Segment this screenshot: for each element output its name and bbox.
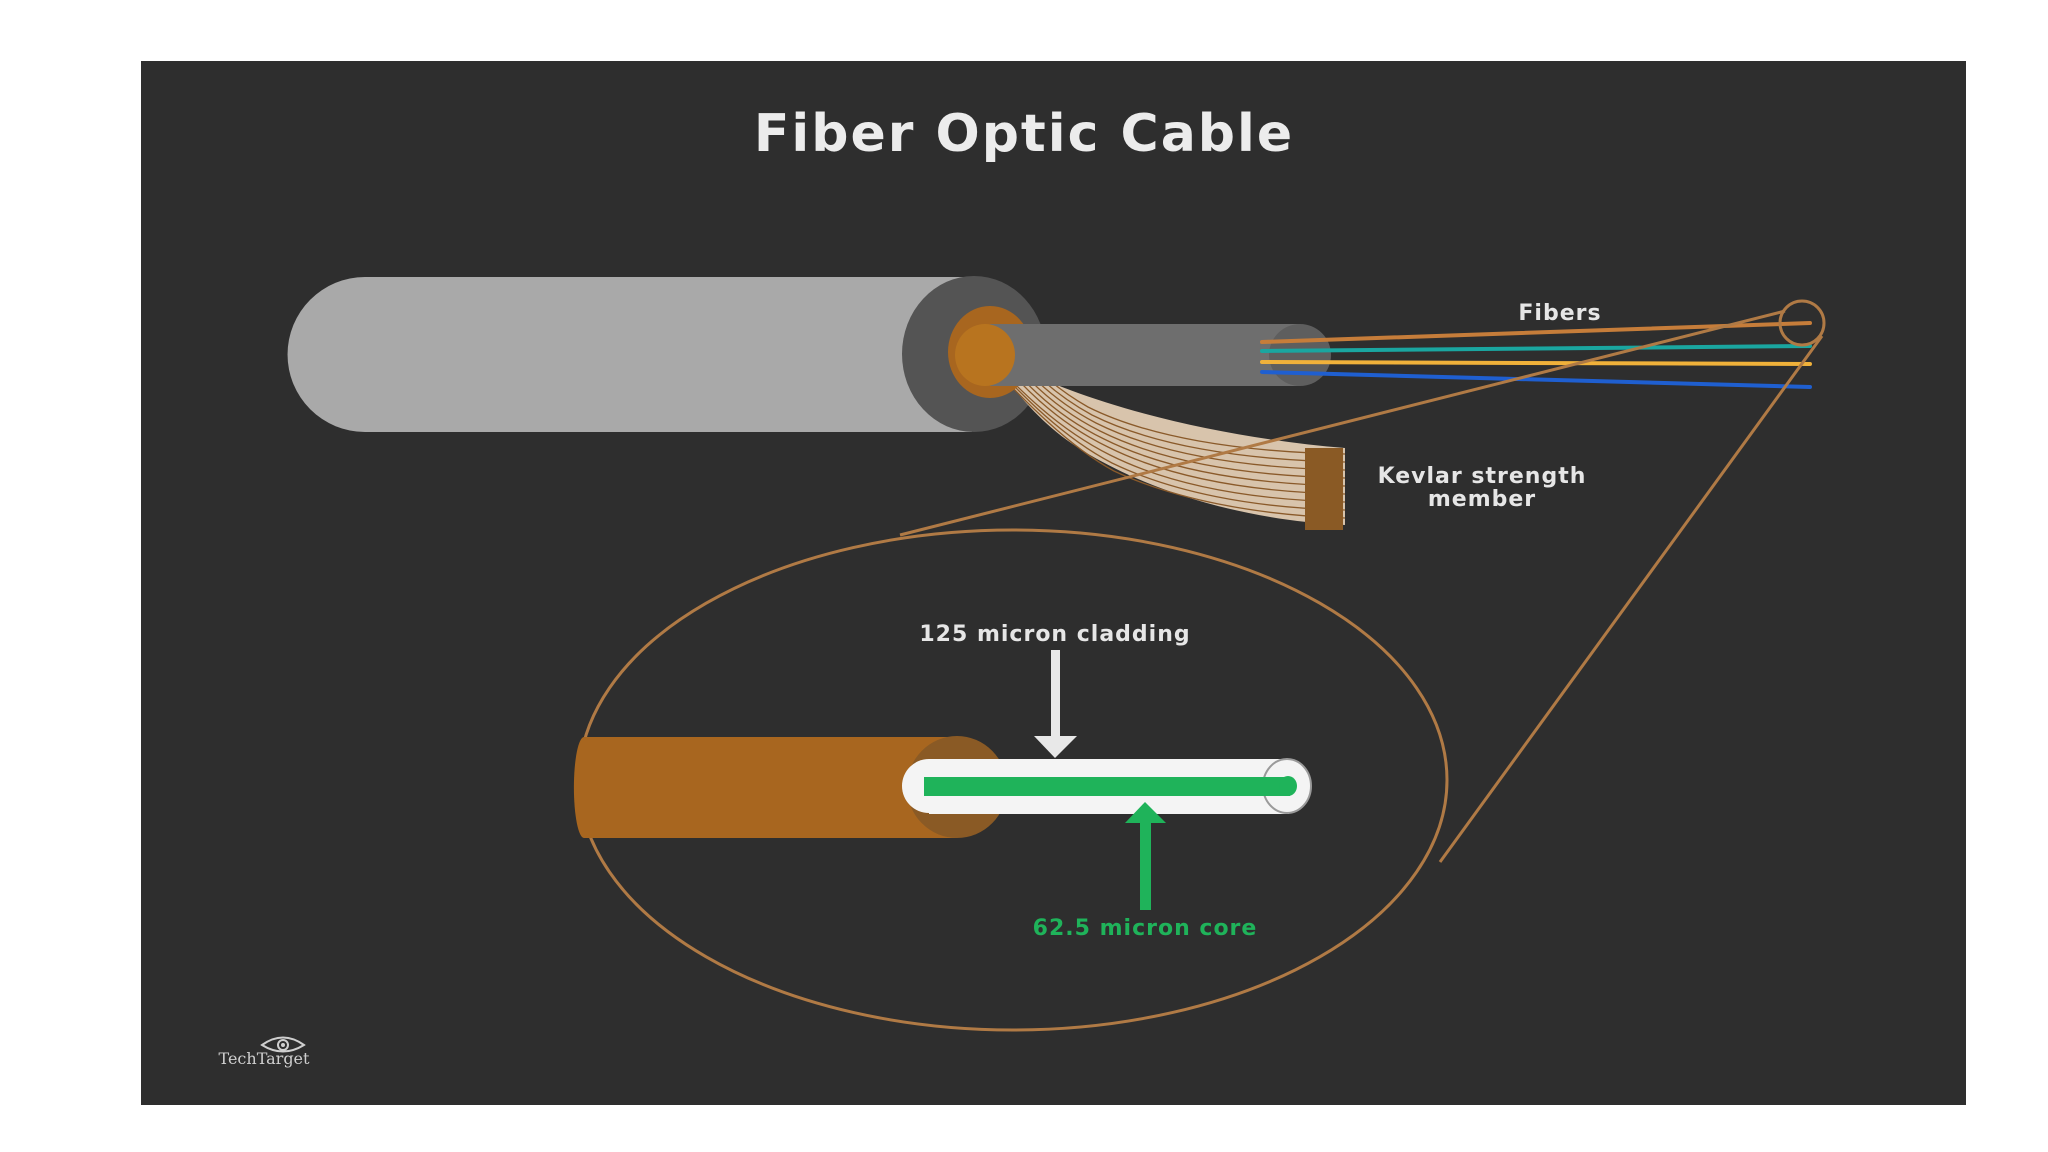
- magnified-fiber: [573, 736, 1312, 838]
- eye-icon: [260, 1036, 306, 1053]
- fibers-label: Fibers: [1518, 301, 1601, 326]
- logo-text: TechTarget: [219, 1049, 310, 1068]
- kevlar-label-line2: member: [1428, 487, 1536, 512]
- diagram-title: Fiber Optic Cable: [753, 104, 1295, 164]
- cladding-label: 125 micron cladding: [919, 622, 1190, 647]
- fibers-bundle: [1260, 321, 1812, 389]
- cladding-arrow: [1034, 650, 1077, 758]
- techtarget-logo: TechTarget: [219, 1036, 310, 1068]
- core-arrow: [1125, 802, 1166, 910]
- outer-jacket: [287, 276, 1046, 432]
- buffer-tube: [955, 324, 1331, 386]
- kevlar-label-line1: Kevlar strength: [1378, 464, 1587, 489]
- core-label: 62.5 micron core: [1033, 916, 1258, 941]
- diagram-background: [141, 61, 1966, 1105]
